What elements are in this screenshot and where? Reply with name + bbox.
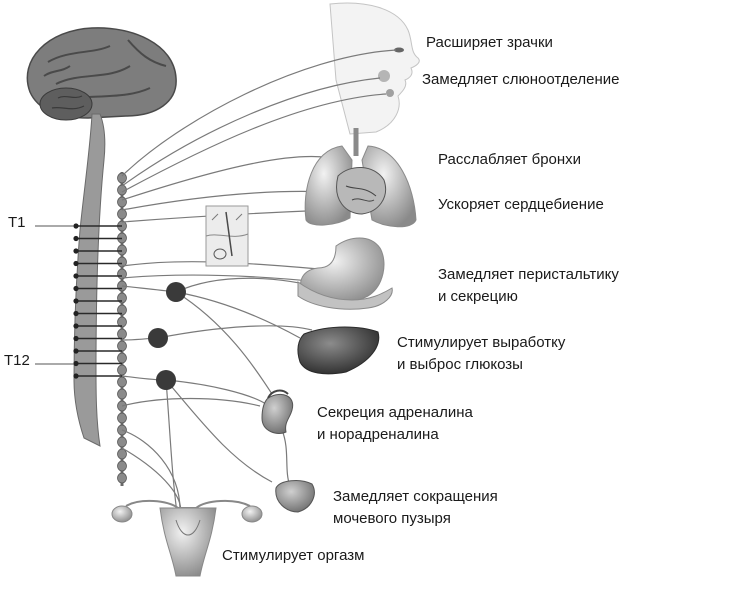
trunk-ganglion	[117, 412, 127, 424]
trunk-ganglion	[117, 244, 127, 256]
inferior-mesenteric-ganglion	[156, 370, 176, 390]
trunk-ganglion	[117, 472, 127, 484]
trunk-ganglion	[117, 316, 127, 328]
lungs-and-heart	[304, 128, 417, 228]
spinal-segment-dot	[73, 260, 79, 267]
celiac-ganglion	[166, 282, 186, 302]
spinal-segment-dot	[73, 373, 79, 379]
salivary-gland-icon-2	[386, 89, 394, 97]
brain	[26, 27, 177, 121]
effect-label-genital: Стимулирует оргазм	[222, 547, 365, 564]
effect-label-adrenal: Секреция адреналина и норадреналина	[317, 404, 473, 443]
trunk-ganglion	[117, 364, 127, 376]
spinal-cord	[73, 113, 106, 447]
trunk-ganglion	[117, 256, 127, 268]
stomach-and-pancreas	[297, 237, 393, 310]
effect-label-pupils: Расширяет зрачки	[426, 34, 553, 51]
trunk-ganglion	[117, 340, 127, 352]
bladder	[275, 480, 315, 513]
spinal-segment-dot	[73, 360, 79, 367]
effect-label-bladder: Замедляет сокращения мочевого пузыря	[333, 488, 498, 527]
trunk-ganglion	[117, 208, 127, 220]
skin-hair-follicle-inset	[205, 205, 249, 267]
spinal-segment-dot	[73, 285, 79, 292]
spinal-segment-dot	[73, 235, 79, 242]
trunk-ganglion	[117, 304, 127, 316]
spinal-segment-dots	[73, 223, 79, 379]
trunk-ganglion	[117, 376, 127, 388]
spinal-segment-dot	[73, 348, 79, 354]
spinal-segment-dot	[73, 273, 79, 279]
trunk-ganglion	[117, 436, 127, 448]
uterus	[111, 500, 263, 577]
trunk-ganglion	[117, 460, 127, 472]
eye-icon	[394, 47, 404, 53]
effect-label-saliva: Замедляет слюноотделение	[422, 71, 620, 88]
spinal-segment-dot	[73, 335, 79, 342]
kidney-and-adrenal	[261, 389, 294, 434]
spinal-segment-dot	[73, 248, 79, 254]
effect-label-heart: Ускоряет сердцебиение	[438, 196, 604, 213]
trunk-ganglion	[117, 172, 127, 184]
effect-label-gut: Замедляет перистальтику и секрецию	[438, 266, 619, 305]
t1-marker-label: T1	[8, 214, 26, 231]
effect-label-bronchi: Расслабляет бронхи	[438, 151, 582, 168]
salivary-gland-icon	[378, 70, 390, 82]
t12-marker-label: T12	[4, 352, 30, 369]
liver	[297, 326, 380, 375]
trunk-ganglion	[117, 448, 127, 460]
sympathetic-trunk-ganglia	[117, 172, 127, 484]
trunk-ganglion	[117, 328, 127, 340]
trunk-ganglion	[117, 352, 127, 364]
preganglionic-fibers	[76, 225, 122, 377]
superior-mesenteric-ganglion	[148, 328, 168, 348]
spinal-segment-dot	[73, 298, 79, 304]
spinal-segment-dot	[73, 310, 79, 317]
effect-label-liver: Стимулирует выработку и выброс глюкозы	[397, 334, 566, 373]
spinal-segment-dot	[73, 223, 79, 229]
trunk-ganglion	[117, 388, 127, 400]
spinal-segment-dot	[73, 323, 79, 329]
face-profile	[329, 2, 420, 135]
